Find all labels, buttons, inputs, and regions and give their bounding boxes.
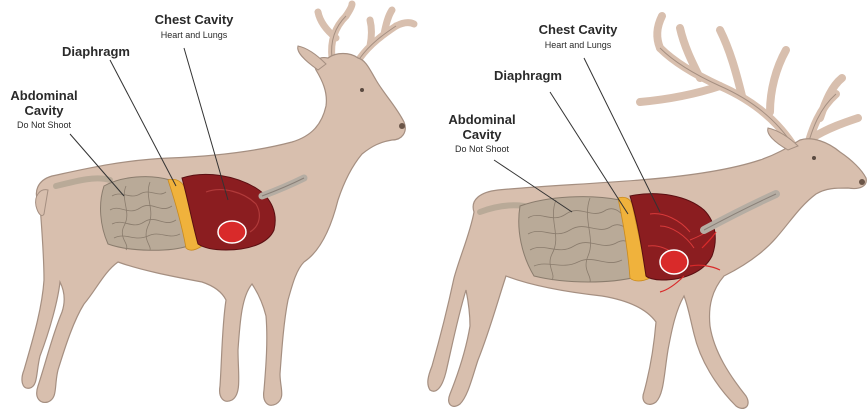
elk-diaphragm-title: Diaphragm [494, 68, 562, 83]
deer-antlers [318, 4, 414, 58]
elk-eye [812, 156, 816, 160]
elk-nose [859, 179, 865, 185]
elk-antlers [640, 16, 858, 152]
deer-heart [218, 221, 246, 243]
elk-heart [660, 250, 688, 274]
deer-abdominal-title-1: Abdominal [10, 88, 77, 103]
deer-eye [360, 88, 364, 92]
deer-chest-sub: Heart and Lungs [161, 30, 228, 40]
deer-abdominal-title-2: Cavity [24, 103, 64, 118]
elk-abdominal-sub: Do Not Shoot [455, 144, 510, 154]
elk-chest-title: Chest Cavity [539, 22, 619, 37]
deer-diaphragm-title: Diaphragm [62, 44, 130, 59]
elk-abdominal-title-1: Abdominal [448, 112, 515, 127]
deer-figure [22, 4, 414, 405]
deer-nose [399, 123, 405, 129]
deer-abdominal-sub: Do Not Shoot [17, 120, 72, 130]
deer-chest-title: Chest Cavity [155, 12, 235, 27]
elk-chest-sub: Heart and Lungs [545, 40, 612, 50]
elk-abdominal-title-2: Cavity [462, 127, 502, 142]
